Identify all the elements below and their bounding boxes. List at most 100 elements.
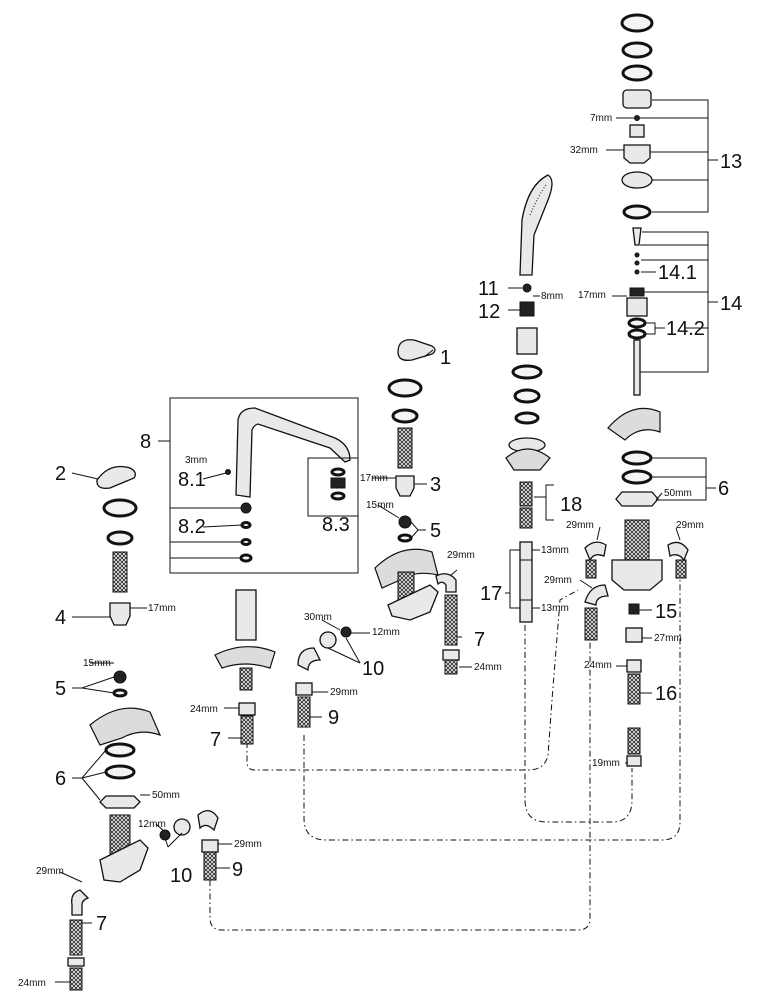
right-hose-end: [444, 659, 458, 675]
shower-filter-12: [519, 301, 535, 317]
div-knob: [622, 89, 652, 109]
size-13mm-b: 13mm: [541, 603, 569, 614]
right-cartridge: [395, 475, 415, 497]
size-24mm-right: 24mm: [474, 662, 502, 673]
left-handle: [96, 465, 136, 489]
left-nut-5: [113, 670, 127, 684]
right-washer-5: [397, 533, 413, 543]
size-24mm-spout: 24mm: [190, 704, 218, 715]
callout-8-1: 8.1: [178, 469, 206, 491]
hand-shower-group: 11 12 18 17 8mm 13mm 13mm: [478, 174, 582, 623]
spout-group: 8 8.1 8.2 8.3 7 3mm 24mm: [140, 397, 359, 751]
div-screw: [634, 115, 640, 121]
right-nut-9: [295, 682, 313, 696]
callout-13: 13: [720, 151, 742, 173]
spout-seal-c: [240, 538, 252, 546]
div-oring-142b: [627, 328, 647, 340]
aerator-bracket: [307, 457, 359, 517]
div-nut-24: [626, 659, 642, 673]
size-17mm-left: 17mm: [148, 603, 176, 614]
size-29mm-right-a: 29mm: [447, 550, 475, 561]
left-nut-10b: [173, 818, 191, 836]
div-body: [611, 559, 663, 591]
shower-spring-b: [519, 507, 533, 529]
div-hose-left: [585, 559, 597, 579]
left-elbow-hose: [71, 889, 90, 916]
dash-line-diverter: [524, 625, 633, 823]
dash-line-spout: [246, 589, 579, 771]
size-29mm-div-b: 29mm: [676, 520, 704, 531]
div-ring-6a: [621, 450, 653, 466]
spout-shank: [235, 589, 257, 641]
right-nut-10a: [340, 626, 352, 638]
callout-4: 4: [55, 607, 66, 629]
callout-14-1: 14.1: [658, 262, 697, 284]
callout-8-3: 8.3: [322, 514, 350, 536]
size-12mm-left: 12mm: [138, 819, 166, 830]
callout-6-left: 6: [55, 768, 66, 790]
div-ring-b: [621, 64, 653, 82]
callout-10-left: 10: [170, 865, 192, 887]
left-deck-plate: [89, 707, 162, 746]
right-hose-nut: [442, 649, 460, 661]
hand-shower: [519, 174, 553, 276]
right-hose-7: [444, 594, 458, 646]
left-valve-group: 2 4 5 6 7 10 9 17mm 15mm 50mm 12mm 29mm …: [18, 463, 262, 991]
bracket-13: [652, 99, 718, 213]
right-handle: [397, 339, 436, 361]
size-29mm-left-a: 29mm: [234, 839, 262, 850]
size-8mm: 8mm: [541, 291, 563, 302]
right-valve-group: 1 3 5 10 9 7 17mm 15mm 29mm 30mm 12mm 29…: [295, 339, 502, 729]
left-ring-6a: [104, 742, 136, 758]
left-washer-5: [112, 688, 128, 698]
size-50mm-left: 50mm: [152, 790, 180, 801]
spout-deck-plate: [214, 646, 276, 669]
left-cartridge: [109, 602, 131, 626]
div-ring-a: [621, 41, 653, 59]
size-32mm: 32mm: [570, 145, 598, 156]
div-elbow-left: [584, 541, 607, 562]
div-bonnet: [623, 144, 651, 164]
right-elbow-hose: [435, 573, 457, 593]
left-nut-9: [201, 839, 219, 853]
callout-7-left: 7: [96, 913, 107, 935]
callout-5-right: 5: [430, 520, 441, 542]
callout-11: 11: [478, 278, 499, 300]
size-29mm-div-a: 29mm: [566, 520, 594, 531]
div-nut: [629, 124, 645, 138]
div-oring-top: [622, 204, 652, 220]
shower-ring-b: [513, 388, 541, 404]
div-cap-ring: [620, 13, 654, 33]
left-hex-nut: [99, 795, 141, 809]
size-3mm: 3mm: [185, 455, 207, 466]
callout-9-left: 9: [232, 859, 243, 881]
callout-8: 8: [140, 431, 151, 453]
div-nut-15: [628, 603, 640, 615]
callout-17: 17: [480, 583, 502, 605]
div-seal-b: [634, 260, 640, 266]
size-30mm: 30mm: [304, 612, 332, 623]
size-29mm-right-b: 29mm: [330, 687, 358, 698]
left-oring: [106, 530, 134, 546]
shower-connector: [516, 327, 538, 355]
spout-thread: [239, 667, 253, 691]
size-15mm-left: 15mm: [83, 658, 111, 669]
right-hose-9: [297, 696, 311, 728]
div-elbow-front: [584, 584, 609, 606]
callout-3: 3: [430, 474, 441, 496]
div-rod: [633, 339, 641, 396]
callout-5-left: 5: [55, 678, 66, 700]
callout-7-right: 7: [474, 629, 485, 651]
shower-ring-c: [514, 411, 540, 425]
callout-6-right: 6: [718, 478, 729, 500]
shower-seal-11: [522, 283, 532, 293]
right-nut-10b: [319, 631, 337, 649]
shower-holder-plate: [505, 448, 551, 471]
size-27mm: 27mm: [654, 633, 682, 644]
diverter-group: 13 14 14.1 14.2 6 15 16 7mm 32mm 17mm 50…: [544, 13, 742, 769]
left-cap-ring: [102, 498, 138, 518]
div-hex-nut: [615, 491, 659, 507]
spout-hose-7: [240, 715, 254, 745]
left-hose-7: [69, 919, 83, 956]
div-hose-right: [675, 559, 687, 579]
